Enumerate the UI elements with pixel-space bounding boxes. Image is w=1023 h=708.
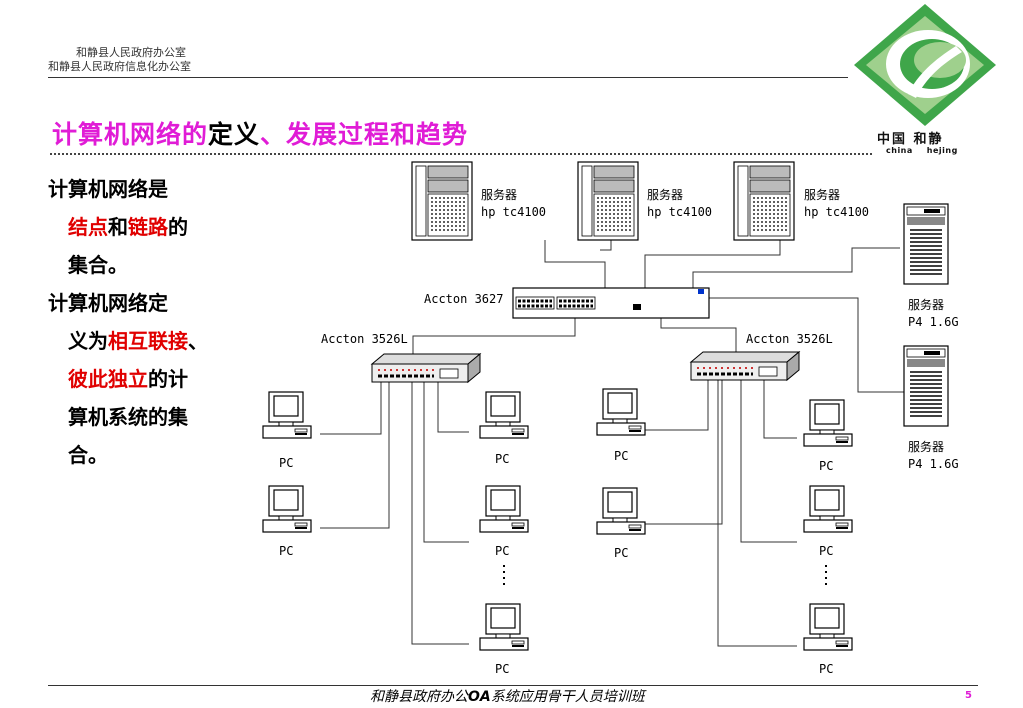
rack-server-2 [903,345,949,427]
footer-text-c: 系统应用骨干人员培训班 [490,689,645,705]
ellipsis-dots [503,565,505,585]
pc-node [803,485,853,533]
body-text: 算机系统的集 [68,405,188,429]
ellipsis-dots [825,565,827,585]
pc-label: PC [279,544,293,558]
pc-label: PC [495,544,509,558]
definition-text: 计算机网络是 结点和链路的 集合。 计算机网络定 义为相互联接、 彼此独立的计 … [48,170,260,474]
definition-line: 集合。 [48,246,260,284]
rack-server-model: P4 1.6G [908,315,959,329]
footer-text: 和静县政府办公OA系统应用骨干人员培训班 [370,686,645,706]
pc-node [479,603,529,651]
edge-switch-label: Accton 3526L [321,332,408,346]
page-number: 5 [965,690,972,701]
pc-label: PC [819,459,833,473]
pc-label: PC [495,662,509,676]
definition-line: 计算机网络定 [48,284,260,322]
pc-node [262,485,312,533]
pc-node [803,399,853,447]
rack-server-model: P4 1.6G [908,457,959,471]
rack-server-label: 服务器 [908,439,944,454]
definition-line: 结点和链路的 [48,208,260,246]
pc-node [479,485,529,533]
definition-line: 算机系统的集 [48,398,260,436]
pc-label: PC [279,456,293,470]
footer-divider [48,685,978,686]
body-text: 、 [188,329,208,353]
body-text: 集合。 [68,253,128,277]
logo-text-zh: 中国 和静 [877,132,944,147]
edge-switch-right [689,350,801,382]
body-text: 的计 [148,367,188,391]
body-text: 的 [168,215,188,239]
server-model: hp tc4100 [804,205,869,219]
pc-label: PC [495,452,509,466]
definition-line: 合。 [48,436,260,474]
body-highlight: 结点 [68,215,108,239]
body-text: 计算机网络定 [48,291,168,315]
body-text: 合。 [68,443,108,467]
body-text: 和 [108,215,128,239]
body-highlight: 彼此独立 [68,367,148,391]
header-divider [48,77,848,78]
pc-node [803,603,853,651]
title-divider [50,153,872,155]
logo-text-en-2: hejing [926,146,958,155]
pc-node [596,487,646,535]
server-tower-1 [411,161,473,241]
org-name-secondary: 和静县人民政府信息化办公室 [48,60,191,73]
definition-line: 义为相互联接、 [48,322,260,360]
definition-line: 彼此独立的计 [48,360,260,398]
edge-switch-label: Accton 3526L [746,332,833,346]
title-part-3: 、发展过程和趋势 [260,120,469,149]
body-text: 义为 [68,329,108,353]
body-highlight: 链路 [128,215,168,239]
hejing-logo [854,4,996,126]
page-title: 计算机网络的定义、发展过程和趋势 [52,115,468,151]
pc-label: PC [614,546,628,560]
pc-label: PC [819,544,833,558]
logo-text-en-1: china [886,146,913,155]
pc-node [596,388,646,436]
server-model: hp tc4100 [481,205,546,219]
title-part-1: 计算机网络的 [52,120,209,149]
pc-node [479,391,529,439]
core-switch-label: Accton 3627 [424,292,503,306]
rack-server-label: 服务器 [908,297,944,312]
core-switch [512,287,710,319]
edge-switch-left [370,352,482,384]
logo-text-en: china hejing [886,146,972,155]
server-label: 服务器 [647,187,683,202]
server-tower-2 [577,161,639,241]
rack-server-1 [903,203,949,285]
server-label: 服务器 [481,187,517,202]
body-highlight: 相互联接 [108,329,188,353]
server-model: hp tc4100 [647,205,712,219]
pc-label: PC [819,662,833,676]
footer-text-a: 和静县政府办公 [370,689,468,705]
server-tower-3 [733,161,795,241]
title-part-2: 定义 [208,120,261,149]
pc-node [262,391,312,439]
definition-line: 计算机网络是 [48,170,260,208]
footer-text-b: OA [468,689,491,705]
body-text: 计算机网络是 [48,177,168,201]
org-name-primary: 和静县人民政府办公室 [76,46,186,59]
pc-label: PC [614,449,628,463]
server-label: 服务器 [804,187,840,202]
